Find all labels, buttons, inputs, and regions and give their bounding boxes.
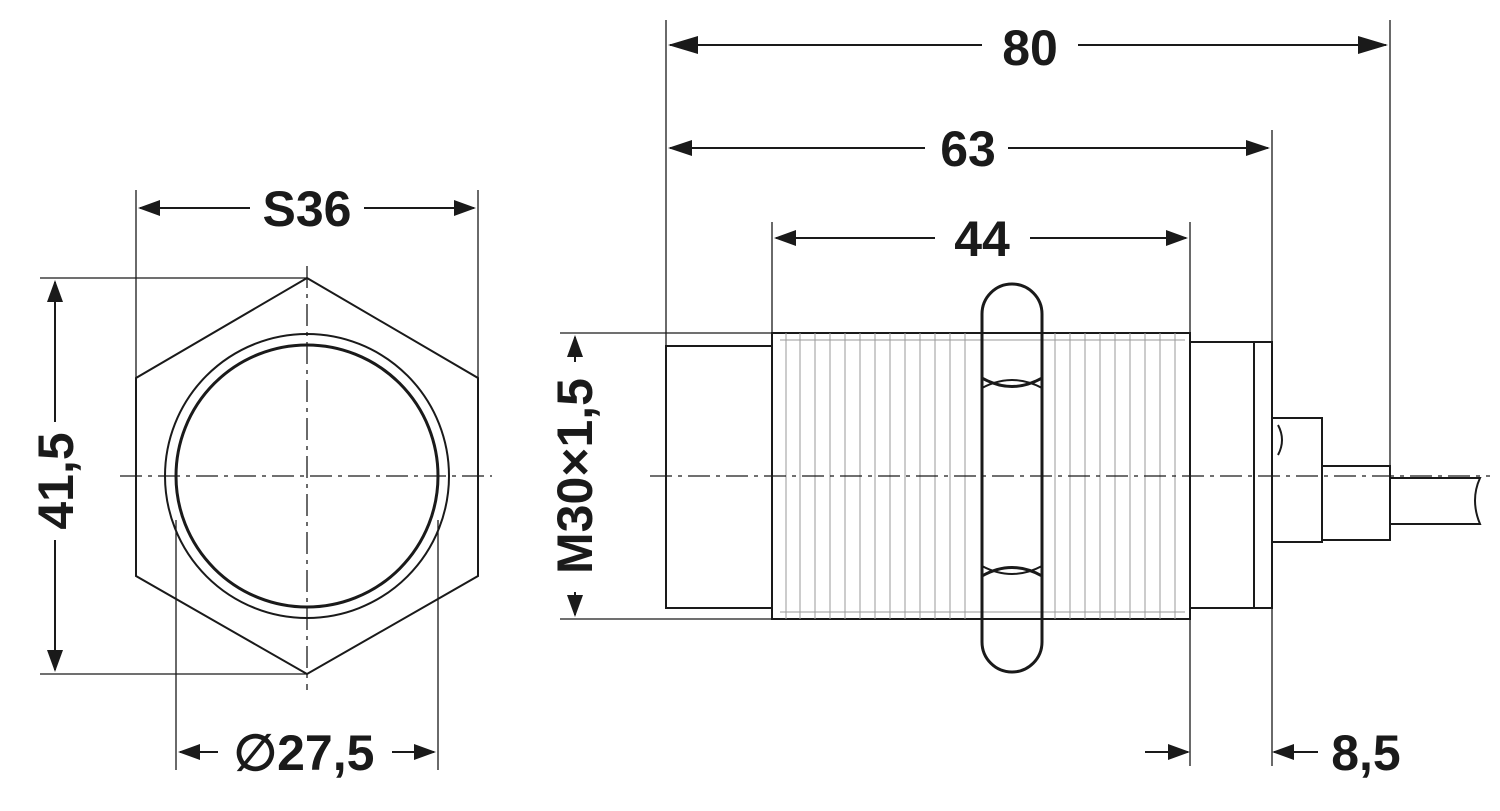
tail-8-5-label: 8,5 <box>1331 725 1401 781</box>
lock-nut <box>980 282 1044 674</box>
dimension-41-5: 41,5 <box>28 280 84 672</box>
diameter-27-5-label: ∅27,5 <box>234 725 375 781</box>
front-view: S36 41,5 ∅27,5 <box>28 181 492 781</box>
rear-flange <box>1253 341 1273 609</box>
dimension-8-5: 8,5 <box>1145 725 1401 781</box>
length-44-label: 44 <box>954 211 1010 267</box>
thread-m30-label: M30×1,5 <box>547 378 603 574</box>
rear-housing <box>1189 341 1255 609</box>
length-63-label: 63 <box>940 121 996 177</box>
dimension-63: 63 <box>668 121 1270 177</box>
length-80-label: 80 <box>1002 20 1058 76</box>
cable-sleeve <box>1321 465 1391 541</box>
led-indicator <box>1277 424 1283 456</box>
cable <box>1390 477 1482 525</box>
height-41-5-label: 41,5 <box>28 432 84 529</box>
side-view: 80 63 44 M30×1,5 <box>547 20 1490 781</box>
dimension-s36: S36 <box>138 181 476 237</box>
cable-gland <box>1271 417 1323 543</box>
s36-label: S36 <box>263 181 352 237</box>
dimension-80: 80 <box>668 20 1388 76</box>
sensor-cap <box>665 345 773 609</box>
dimension-m30-thread: M30×1,5 <box>547 335 603 617</box>
dimension-diameter-27-5: ∅27,5 <box>178 725 436 781</box>
dimension-44: 44 <box>774 211 1188 267</box>
